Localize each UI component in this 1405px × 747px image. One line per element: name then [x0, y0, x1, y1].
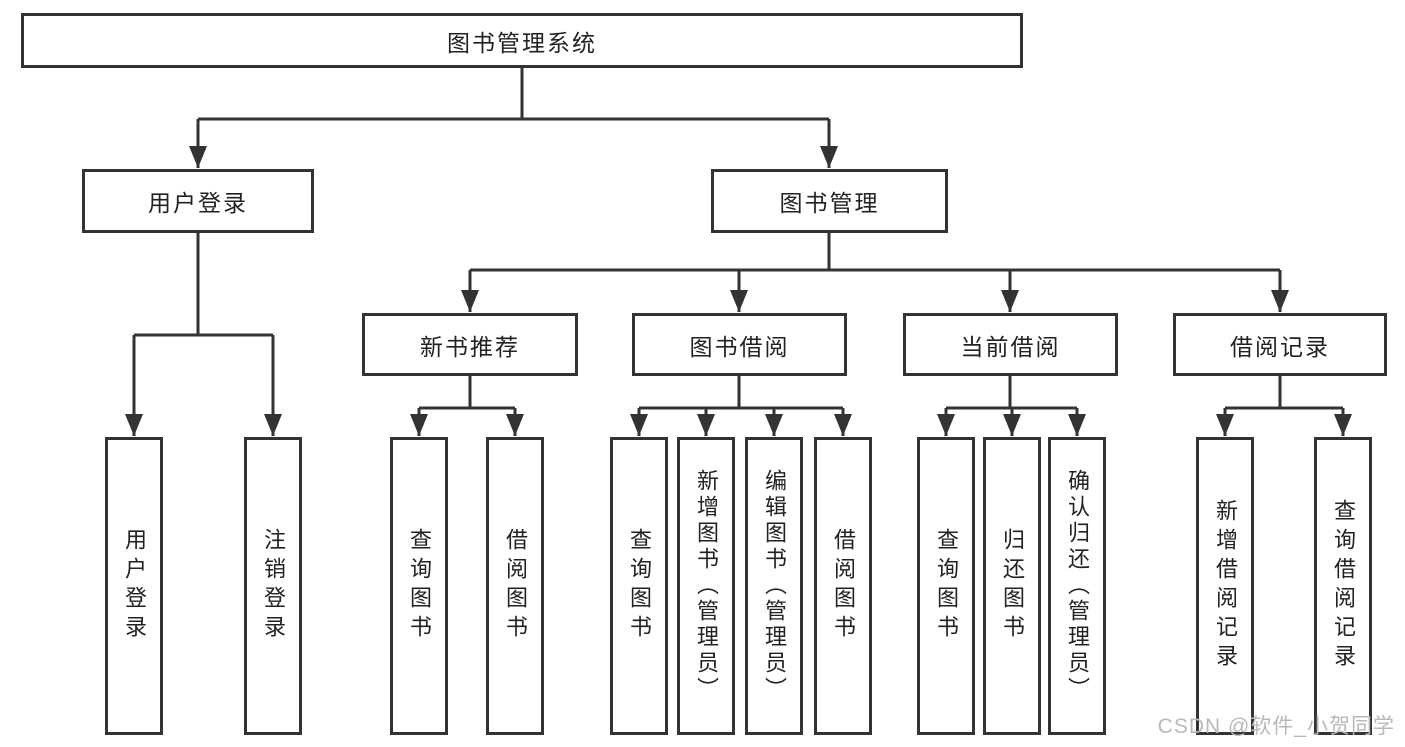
leaf-newrec-borrow-books: 借阅图书 — [486, 437, 544, 735]
leaf-records-add-borrow-record: 新增借阅记录 — [1196, 437, 1254, 735]
leaf-records-query-borrow-record: 查询借阅记录 — [1314, 437, 1372, 735]
leaf-borrowing-borrow-books: 借阅图书 — [814, 437, 872, 735]
leaf-borrowing-query-books-label: 查询图书 — [627, 528, 652, 644]
leaf-user-login: 用户登录 — [105, 437, 163, 735]
leaf-borrowing-add-books-admin-label: 新增图书（管理员） — [694, 469, 719, 703]
leaf-current-query-books-label: 查询图书 — [934, 528, 959, 644]
csdn-watermark: CSDN @软件_小贺同学 — [1157, 715, 1395, 738]
leaf-logout-label: 注销登录 — [261, 528, 286, 644]
leaf-newrec-borrow-books-label: 借阅图书 — [503, 528, 528, 644]
leaf-current-return-books: 归还图书 — [983, 437, 1041, 735]
leaf-records-add-borrow-record-label: 新增借阅记录 — [1213, 499, 1238, 673]
leaf-current-confirm-return-admin-label: 确认归还（管理员） — [1065, 469, 1090, 703]
leaf-current-return-books-label: 归还图书 — [1000, 528, 1025, 644]
leaf-newrec-query-books: 查询图书 — [390, 437, 448, 735]
node-borrowing-records: 借阅记录 — [1173, 313, 1387, 376]
leaf-user-login-label: 用户登录 — [122, 528, 147, 644]
node-new-book-recommendation: 新书推荐 — [362, 313, 578, 376]
leaf-newrec-query-books-label: 查询图书 — [407, 528, 432, 644]
leaf-records-query-borrow-record-label: 查询借阅记录 — [1331, 499, 1356, 673]
leaf-current-confirm-return-admin: 确认归还（管理员） — [1048, 437, 1106, 735]
leaf-current-query-books: 查询图书 — [917, 437, 975, 735]
node-book-borrowing: 图书借阅 — [632, 313, 847, 376]
leaf-logout: 注销登录 — [244, 437, 302, 735]
node-current-borrowing: 当前借阅 — [903, 313, 1118, 376]
node-book-management: 图书管理 — [711, 169, 948, 233]
leaf-borrowing-add-books-admin: 新增图书（管理员） — [677, 437, 735, 735]
leaf-borrowing-edit-books-admin-label: 编辑图书（管理员） — [762, 469, 787, 703]
leaf-borrowing-borrow-books-label: 借阅图书 — [831, 528, 856, 644]
node-library-management-system: 图书管理系统 — [21, 13, 1023, 68]
leaf-borrowing-edit-books-admin: 编辑图书（管理员） — [745, 437, 803, 735]
node-user-login: 用户登录 — [82, 169, 314, 233]
leaf-borrowing-query-books: 查询图书 — [610, 437, 668, 735]
